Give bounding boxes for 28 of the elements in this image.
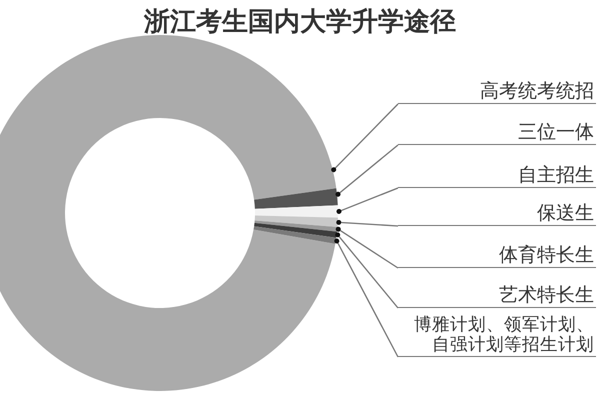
leader-line	[336, 226, 398, 269]
callout-label: 保送生	[537, 202, 594, 224]
callout-label: 博雅计划、领军计划、自强计划等招生计划	[413, 315, 594, 355]
callout-label: 自主招生	[518, 164, 594, 186]
donut-slice	[254, 215, 338, 227]
donut-slice	[0, 35, 336, 391]
callout-label: 高考统考统招	[480, 80, 594, 102]
callout-label: 三位一体	[518, 121, 594, 143]
donut-slice	[254, 220, 338, 232]
chart-title: 浙江考生国内大学升学途径	[142, 6, 457, 39]
leader-line	[336, 144, 398, 197]
donut-slice	[254, 188, 338, 209]
leader-line	[336, 187, 398, 214]
callout-underline	[398, 78, 596, 104]
callout-underline	[398, 162, 596, 188]
donut-slice	[254, 222, 338, 238]
donut-slice	[254, 226, 336, 244]
leader-line	[331, 104, 398, 172]
leader-line	[336, 220, 398, 227]
leader-line	[335, 232, 398, 308]
callout-underline	[398, 282, 596, 308]
callout-label: 艺术特长生	[499, 284, 594, 306]
callout-underline	[398, 313, 596, 357]
donut-slice	[254, 205, 338, 218]
callout-underline	[398, 200, 596, 226]
callout-label: 体育特长生	[499, 244, 594, 266]
leader-line	[334, 238, 399, 358]
callout-underline	[398, 242, 596, 268]
